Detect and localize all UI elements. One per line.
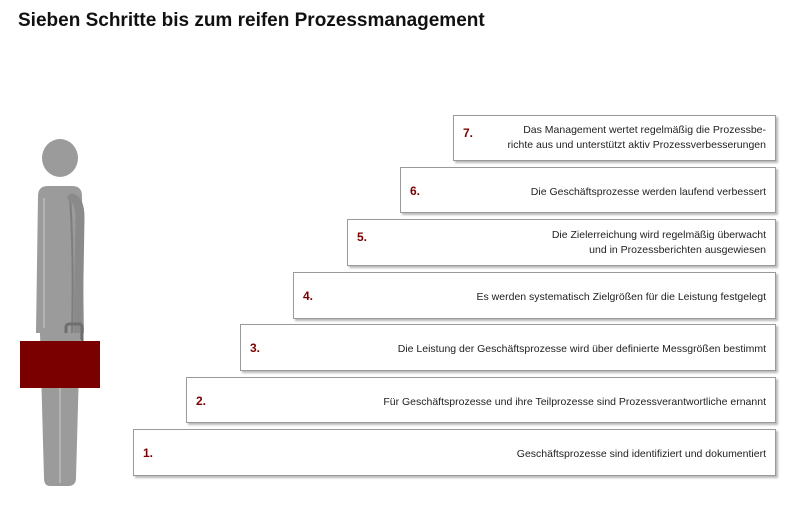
step-number: 7. (463, 126, 474, 140)
step-text-line: Das Management wertet regelmäßig die Pro… (523, 124, 766, 136)
step-number: 5. (357, 230, 368, 244)
step-box-1: 1. Geschäftsprozesse sind identifiziert u… (133, 429, 776, 476)
businessperson-with-briefcase-icon (14, 138, 126, 488)
step-text: Die Leistung der Geschäftsprozesse wird … (398, 342, 766, 357)
step-text-line: und in Prozessberichten ausgewiesen (589, 244, 766, 256)
step-number: 2. (196, 394, 207, 408)
step-text-line: Für Geschäftsprozesse und ihre Teilproze… (383, 396, 766, 408)
step-number: 1. (143, 446, 154, 460)
step-box-5: 5. Die Zielerreichung wird regelmäßig übe… (347, 219, 776, 266)
step-text: Die Geschäftsprozesse werden laufend ver… (531, 185, 766, 200)
step-number: 6. (410, 184, 421, 198)
briefcase (20, 341, 100, 388)
step-text-line: richte aus und unterstützt aktiv Prozess… (507, 139, 766, 151)
step-text: Für Geschäftsprozesse und ihre Teilproze… (383, 395, 766, 410)
step-text-line: Die Leistung der Geschäftsprozesse wird … (397, 343, 766, 355)
page-title: Sieben Schritte bis zum reifen Prozessma… (18, 10, 485, 31)
step-text-line: Geschäftsprozesse sind identifiziert und… (516, 448, 766, 460)
step-box-6: 6. Die Geschäftsprozesse werden laufend v… (400, 167, 776, 213)
step-text: Es werden systematisch Zielgrößen für di… (477, 290, 766, 305)
step-number: 4. (303, 289, 314, 303)
step-text-line: Die Zielerreichung wird regelmäßig überw… (551, 229, 766, 241)
step-box-3: 3. Die Leistung der Geschäftsprozesse wir… (240, 324, 776, 371)
step-number: 3. (250, 341, 261, 355)
step-box-4: 4. Es werden systematisch Zielgrößen für … (293, 272, 776, 319)
step-text: Die Zielerreichung wird regelmäßig überw… (552, 228, 766, 258)
figure-head (42, 139, 78, 177)
step-box-7: 7. Das Management wertet regelmäßig die P… (453, 115, 776, 161)
step-text-line: Es werden systematisch Zielgrößen für di… (476, 291, 766, 303)
step-box-2: 2. Für Geschäftsprozesse und ihre Teilpro… (186, 377, 776, 423)
step-text: Das Management wertet regelmäßig die Pro… (507, 123, 766, 153)
step-text: Geschäftsprozesse sind identifiziert und… (517, 447, 766, 462)
step-text-line: Die Geschäftsprozesse werden laufend ver… (530, 186, 766, 198)
